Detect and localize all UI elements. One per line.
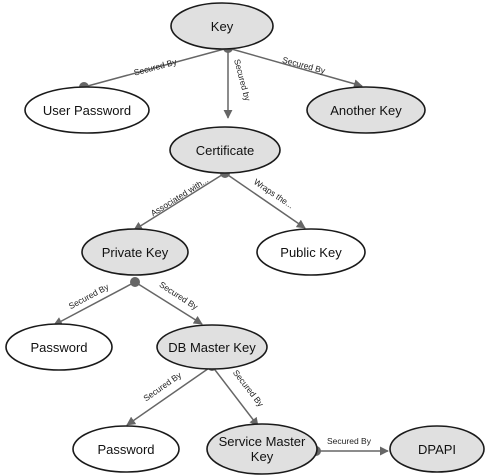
node-public-key-label: Public Key <box>280 245 342 260</box>
node-another-key-label: Another Key <box>330 103 402 118</box>
edge-db-master-key-service-master-key: Secured By <box>211 365 266 427</box>
node-certificate: Certificate <box>169 126 281 174</box>
edge-certificate-public-key: Wraps the... <box>224 172 306 229</box>
edge-label-key-another-key: Secured By <box>281 55 327 76</box>
node-key-label: Key <box>211 19 234 34</box>
edge-label-certificate-public-key: Wraps the... <box>252 177 295 211</box>
edge-db-master-key-password: Secured By <box>126 365 213 426</box>
edge-service-master-key-dpapi: Secured By <box>316 436 389 456</box>
node-public-key: Public Key <box>256 228 366 276</box>
edge-key-certificate: Secured by <box>223 48 253 119</box>
node-key: Key <box>170 2 274 50</box>
node-user-password: User Password <box>24 86 150 134</box>
edge-label-db-master-key-password: Secured By <box>141 369 183 403</box>
node-private-key: Private Key <box>81 228 189 276</box>
node-dpapi: DPAPI <box>389 425 485 473</box>
node-certificate-label: Certificate <box>196 143 255 158</box>
edge-label-db-master-key-service-master-key: Secured By <box>231 368 266 409</box>
edge-label-key-user-password: Secured By <box>133 56 179 77</box>
node-password-2: Password <box>72 425 180 473</box>
edge-label-service-master-key-dpapi: Secured By <box>327 436 372 446</box>
edge-label-key-certificate: Secured by <box>232 58 253 103</box>
node-dpapi-label: DPAPI <box>418 442 456 457</box>
node-db-master-key: DB Master Key <box>156 324 268 370</box>
node-db-master-key-label: DB Master Key <box>168 340 256 355</box>
edge-key-user-password: Secured By <box>79 47 229 92</box>
node-service-master-key-label-line1: Service Master <box>219 434 306 449</box>
edge-certificate-private-key: Associated with... <box>133 172 226 231</box>
edge-origin-dot-private-key <box>130 277 140 287</box>
node-service-master-key-label-line2: Key <box>251 449 274 464</box>
node-another-key: Another Key <box>306 86 426 134</box>
edge-private-key-password: Secured By <box>53 281 136 326</box>
node-service-master-key: Service Master Key <box>206 423 318 475</box>
node-user-password-label: User Password <box>43 103 131 118</box>
edge-label-certificate-private-key: Associated with... <box>149 175 210 219</box>
node-password-2-label: Password <box>97 442 154 457</box>
node-private-key-label: Private Key <box>102 245 169 260</box>
edge-label-private-key-db-master-key: Secured By <box>157 279 200 312</box>
node-password-1-label: Password <box>30 340 87 355</box>
node-password-1: Password <box>5 323 113 371</box>
edge-private-key-db-master-key: Secured By <box>134 279 203 325</box>
